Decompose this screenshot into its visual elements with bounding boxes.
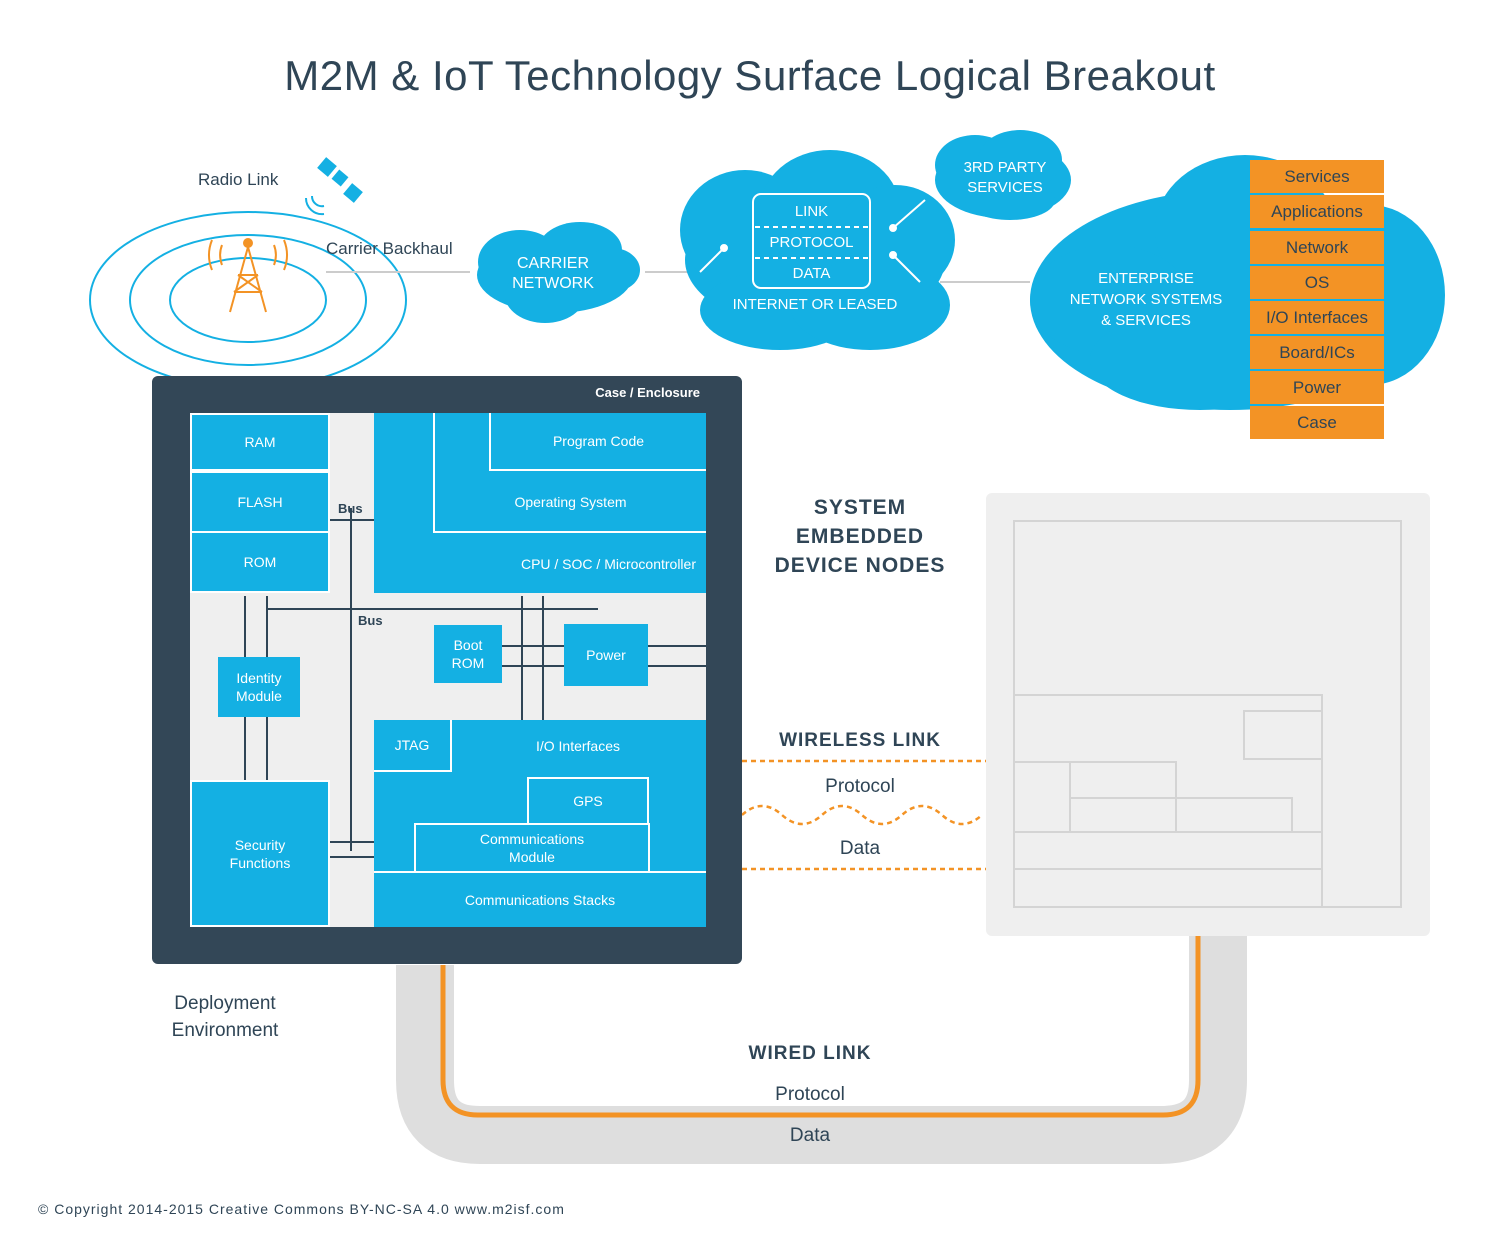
remote-device-node [986,493,1430,936]
carrier-network-label: CARRIER NETWORK [493,254,613,294]
deployment-environment-label: Deployment Environment [140,990,310,1044]
system-line-1: SYSTEM [813,496,907,519]
stack-item-applications: Applications [1250,195,1384,228]
data-label: DATA [792,265,831,282]
ram-block: RAM [190,413,330,471]
stack-item-services: Services [1250,160,1384,193]
system-embedded-label: SYSTEM EMBEDDED DEVICE NODES [760,493,960,580]
third-party-line-2: SERVICES [967,179,1043,196]
deployment-line-1: Deployment [174,993,276,1014]
security-functions-block: Security Functions [190,780,330,927]
bus-line-horizontal [266,608,598,610]
bus-label-top: Bus [338,501,363,516]
radio-tower-icon [208,238,288,313]
boot-rom-line-2: ROM [451,655,485,671]
flash-block: FLASH [190,471,330,533]
stack-item-network: Network [1250,231,1384,264]
wireless-protocol-wave [741,804,983,826]
program-code-block: Program Code [489,413,706,471]
power-block: Power [564,624,648,686]
third-party-services-label: 3RD PARTY SERVICES [945,158,1065,198]
rom-block: ROM [190,531,330,593]
carrier-network-cloud [477,222,640,323]
radio-wave-inner [169,257,327,343]
third-party-cloud [935,130,1071,220]
wireless-protocol-label: Protocol [825,776,895,797]
wireless-data-label: Data [839,838,881,859]
protocol-label: PROTOCOL [769,234,854,251]
comm-module-line-2: Module [509,849,555,865]
bus-line-power-b [648,665,706,667]
stack-item-os: OS [1250,266,1384,299]
gps-block: GPS [527,777,649,825]
bus-label-mid: Bus [358,613,383,628]
stack-item-case: Case [1250,406,1384,439]
identity-module-block: Identity Module [218,657,300,717]
bus-line-vertical-left [350,508,352,851]
identity-line-2: Module [236,688,282,704]
internet-or-leased-label: INTERNET OR LEASED [732,296,898,313]
wired-link-path [396,936,1247,1164]
boot-rom-block: Boot ROM [434,625,502,683]
wireless-link-label: WIRELESS LINK [779,730,941,751]
identity-line-1: Identity [236,670,282,686]
case-enclosure-label: Case / Enclosure [595,385,700,400]
page-title: M2M & IoT Technology Surface Logical Bre… [284,52,1216,99]
bus-line-cpu-b [542,596,544,721]
stack-item-io-interfaces: I/O Interfaces [1250,301,1384,334]
satellite-icon [304,157,363,216]
enterprise-label: ENTERPRISE NETWORK SYSTEMS & SERVICES [1055,268,1237,331]
system-line-2: EMBEDDED [795,525,925,548]
security-line-2: Functions [229,854,291,871]
communications-module-block: Communications Module [414,823,650,873]
stack-item-board-ics: Board/ICs [1250,336,1384,369]
bus-line-security-a [330,841,374,843]
bus-line-security-b [330,856,374,858]
bus-line-boot-b [502,665,564,667]
wired-link-label: WIRED LINK [748,1043,872,1064]
enterprise-line-1: ENTERPRISE [1098,270,1194,287]
carrier-backhaul-label: Carrier Backhaul [326,239,453,258]
wired-protocol-label: Protocol [775,1084,845,1105]
io-interfaces-block: I/O Interfaces [450,720,706,772]
wired-link-orange-line [440,936,1201,1118]
jtag-block: JTAG [374,720,452,772]
boot-rom-line-1: Boot [453,637,483,653]
enterprise-line-3: & SERVICES [1101,312,1191,329]
carrier-network-line-1: CARRIER [516,255,589,272]
radio-link-label: Radio Link [198,170,279,189]
third-party-line-1: 3RD PARTY [963,159,1047,176]
stack-item-power: Power [1250,371,1384,404]
link-label: LINK [794,203,829,220]
device-board: Bus Bus RAM FLASH ROM CPU / SOC / Microc… [190,413,706,927]
remote-device-outline [1013,520,1402,908]
bus-line-cpu-a [521,596,523,721]
link-protocol-data-box [752,193,871,289]
comm-module-line-1: Communications [479,831,585,847]
bus-line-boot-a [502,645,564,647]
carrier-network-line-2: NETWORK [512,275,594,292]
bus-line-power-a [648,645,706,647]
bus-line-memory [330,519,374,521]
system-line-3: DEVICE NODES [774,554,946,577]
radio-wave-middle [129,234,367,366]
security-line-1: Security [234,836,286,853]
enterprise-line-2: NETWORK SYSTEMS [1069,291,1223,308]
wired-data-label: Data [789,1125,831,1146]
copyright-text: © Copyright 2014-2015 Creative Commons B… [38,1201,565,1217]
deployment-line-2: Environment [171,1020,279,1041]
communications-stacks-block: Communications Stacks [374,871,706,927]
